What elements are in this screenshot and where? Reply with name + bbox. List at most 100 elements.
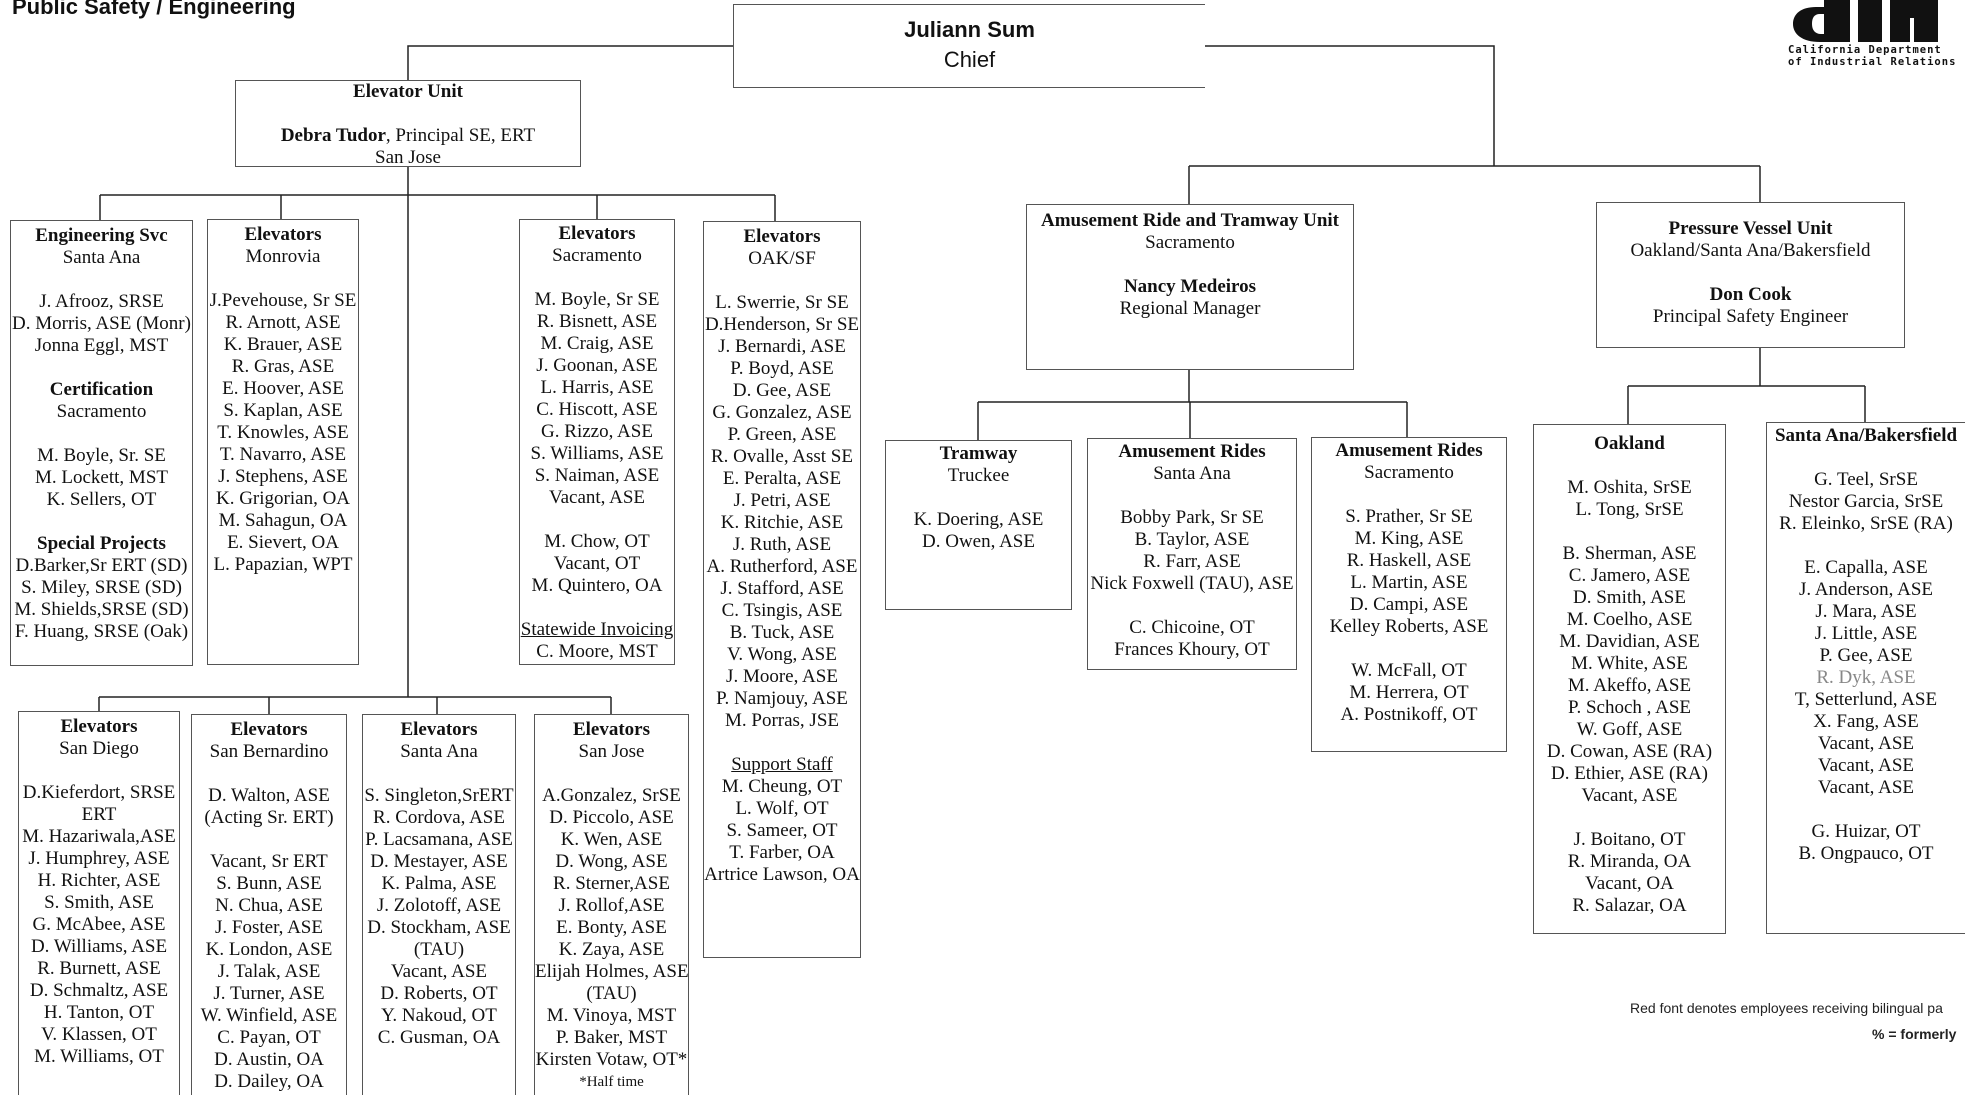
elevator-unit-heading: Elevator Unit xyxy=(353,81,463,102)
box-line: K. Grigorian, OA xyxy=(215,488,351,509)
spacer xyxy=(1767,799,1965,821)
box-line: Truckee xyxy=(947,465,1010,486)
box-line: M. Williams, OT xyxy=(34,1046,164,1067)
box-line: M. King, ASE xyxy=(1354,528,1464,549)
box-line: W. Winfield, ASE xyxy=(200,1005,338,1026)
box-line: V. Wong, ASE xyxy=(727,644,837,665)
box-line: Vacant, OA xyxy=(1585,873,1674,894)
box-line: D. Owen, ASE xyxy=(922,531,1035,552)
box-line: D. Wong, ASE xyxy=(555,851,668,872)
box-line: M. Shields,SRSE (SD) xyxy=(14,599,189,620)
box-line: N. Chua, ASE xyxy=(215,895,323,916)
box-line: D.Kieferdort, SRSE xyxy=(22,782,176,803)
box-heading: Elevators xyxy=(244,224,322,245)
box-line: M. Chow, OT xyxy=(544,531,650,552)
box-line: ERT xyxy=(81,804,117,825)
box-line: K. Zaya, ASE xyxy=(558,939,665,960)
spacer xyxy=(520,509,674,531)
box-line: P. Namjouy, ASE xyxy=(716,688,848,709)
box-line: M. Oshita, SrSE xyxy=(1567,477,1692,498)
box-line: D. Cowan, ASE (RA) xyxy=(1546,741,1713,762)
box-line: Vacant, OT xyxy=(553,553,641,574)
box-line: R. Eleinko, SrSE (RA) xyxy=(1779,513,1953,534)
chief-title: Chief xyxy=(943,47,996,72)
spacer xyxy=(11,423,192,445)
box-line: S. Singleton,SrERT xyxy=(364,785,514,806)
box-line: J. Ruth, ASE xyxy=(732,534,832,555)
box-line: Vacant, ASE xyxy=(548,487,646,508)
box-line: Vacant, ASE xyxy=(390,961,488,982)
box-line: R. Farr, ASE xyxy=(1143,551,1241,572)
box-line: R. Cordova, ASE xyxy=(373,807,505,828)
box-heading: Nancy Medeiros xyxy=(1123,276,1257,297)
box-line: Jonna Eggl, MST xyxy=(34,335,169,356)
box-line: K. London, ASE xyxy=(205,939,333,960)
box-line: W. Goff, ASE xyxy=(1576,719,1683,740)
box-line: P. Baker, MST xyxy=(555,1027,668,1048)
box-line: D. Smith, ASE xyxy=(1573,587,1686,608)
box-line: J. Humphrey, ASE xyxy=(28,848,170,869)
chief-box: Juliann Sum Chief xyxy=(733,4,1205,88)
box-line: M. Akeffo, ASE xyxy=(1567,675,1692,696)
spacer xyxy=(1534,521,1725,543)
box-line: R. Ovalle, Asst SE xyxy=(711,446,853,467)
box-line: *Half time xyxy=(579,1074,644,1090)
box-heading: Elevators xyxy=(400,719,478,740)
box-line: M. Coelho, ASE xyxy=(1566,609,1693,630)
box-line: Vacant, ASE xyxy=(1817,777,1915,798)
box-line: D. Schmaltz, ASE xyxy=(29,980,169,1001)
box-line: W. McFall, OT xyxy=(1351,660,1467,681)
box-line: Elijah Holmes, ASE xyxy=(535,961,689,982)
elevator-unit-box: Elevator Unit Debra Tudor, Principal SE,… xyxy=(235,80,581,168)
box-heading: Tramway xyxy=(939,443,1018,464)
box-line: D. Ethier, ASE (RA) xyxy=(1550,763,1709,784)
box-line: M. Davidian, ASE xyxy=(1559,631,1700,652)
box-line: S. Williams, ASE xyxy=(530,443,664,464)
box-line: H. Richter, ASE xyxy=(37,870,161,891)
box-line: G. Teel, SrSE xyxy=(1814,469,1918,490)
box-line: J. Mara, ASE xyxy=(1815,601,1917,622)
box-line: San Diego xyxy=(59,738,139,759)
box-line: A.Gonzalez, SrSE xyxy=(542,785,681,806)
dir-logo: California Department of Industrial Rela… xyxy=(1783,0,1965,70)
box-line: Sacramento xyxy=(552,245,642,266)
box-line: M. White, ASE xyxy=(1571,653,1688,674)
spacer xyxy=(1088,485,1296,507)
box-line: T. Navarro, ASE xyxy=(219,444,347,465)
spacer xyxy=(535,763,688,785)
box-line: T. Knowles, ASE xyxy=(217,422,349,443)
spacer xyxy=(704,732,860,754)
box-heading: Certification xyxy=(49,379,154,400)
box-line: V. Klassen, OT xyxy=(41,1024,157,1045)
spacer xyxy=(1312,638,1506,660)
box-line: Nick Foxwell (TAU), ASE xyxy=(1090,573,1294,594)
box-line: D. Mestayer, ASE xyxy=(370,851,508,872)
box-line: Vacant, ASE xyxy=(1581,785,1678,806)
box-line: M. Boyle, Sr SE xyxy=(534,289,660,310)
spacer xyxy=(11,357,192,379)
box-line: L. Swerrie, Sr SE xyxy=(715,292,849,313)
box-line: R. Sterner,ASE xyxy=(553,873,670,894)
box-line: D. Morris, ASE (Monr) xyxy=(12,313,191,334)
connector-chief-right xyxy=(1205,45,1495,166)
box-line: C. Jamero, ASE xyxy=(1568,565,1691,586)
spacer xyxy=(704,270,860,292)
box-line: Y. Nakoud, OT xyxy=(381,1005,497,1026)
box-line: B. Tuck, ASE xyxy=(729,622,835,643)
box-line: D. Dailey, OA xyxy=(214,1071,324,1092)
box-line: San Bernardino xyxy=(209,741,329,762)
spacer xyxy=(1027,254,1353,276)
box-line: M. Herrera, OT xyxy=(1349,682,1469,703)
box-line: D. Austin, OA xyxy=(214,1049,324,1070)
box-line: J. Foster, ASE xyxy=(215,917,323,938)
box-line: R. Burnett, ASE xyxy=(37,958,161,979)
box-heading: Elevators xyxy=(743,226,821,247)
box-line: P. Lacsamana, ASE xyxy=(365,829,513,850)
box-heading: Elevators xyxy=(572,719,651,740)
box-heading: Amusement Ride and Tramway Unit xyxy=(1040,210,1340,231)
